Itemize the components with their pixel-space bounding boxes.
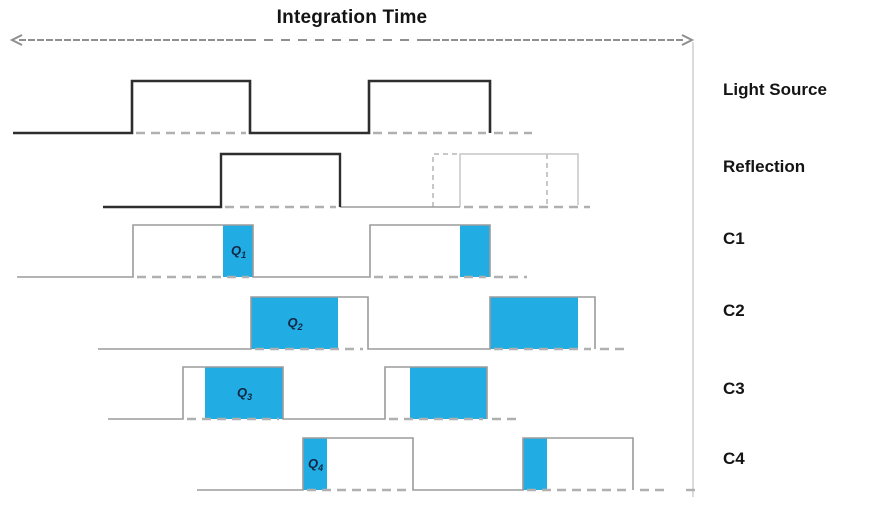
- c1-waveform: [17, 224, 491, 278]
- c3-charge-region-2: [410, 367, 487, 419]
- reflection-ghost-pulse-solid: [459, 153, 579, 207]
- signal-label-light-source: Light Source: [723, 80, 827, 99]
- c2-charge-region-1: [251, 297, 338, 349]
- c2-waveform: [98, 296, 596, 350]
- c4-waveform: [197, 437, 634, 491]
- signal-label-reflection: Reflection: [723, 157, 806, 176]
- signal-label-c1: C1: [723, 229, 745, 248]
- c1-charge-region-1: [223, 225, 253, 277]
- c3-waveform: [108, 366, 488, 420]
- reflection-waveform: [103, 152, 342, 209]
- arrowhead-left-icon: [9, 34, 23, 46]
- integration-time-title: Integration Time: [276, 7, 428, 28]
- c1-charge-region-2: [460, 225, 490, 277]
- light-source-waveform: [13, 79, 492, 135]
- reflection-ghost-pulse-dashed: [432, 153, 460, 207]
- c4-charge-region-2: [523, 438, 547, 490]
- c2-charge-region-2: [490, 297, 578, 349]
- signal-label-c2: C2: [723, 301, 745, 320]
- c4-charge-region-1: [303, 438, 327, 490]
- signal-label-c3: C3: [723, 379, 745, 398]
- arrowhead-right-icon: [681, 34, 695, 46]
- signal-label-c4: C4: [723, 449, 745, 468]
- c3-charge-region-1: [205, 367, 283, 419]
